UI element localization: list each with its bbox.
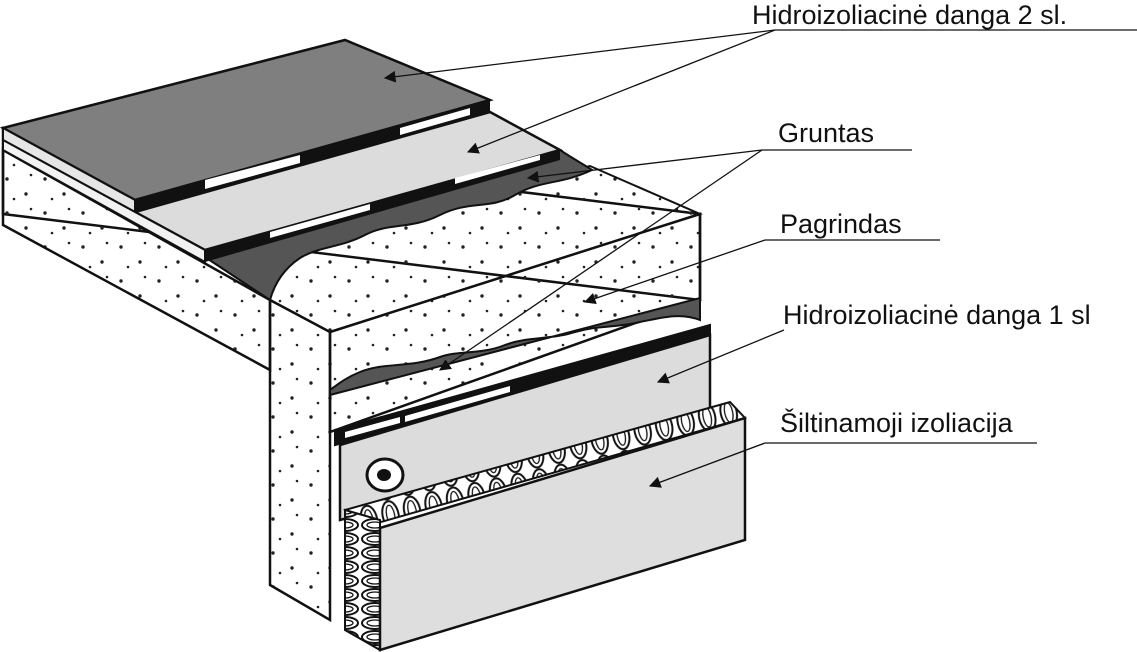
label-waterproofing-layer-2: Hidroizoliacinė danga 2 sl. [752, 0, 1067, 30]
label-thermal-insulation: Šiltinamoji izoliacija [780, 407, 1014, 438]
waterproofing-1-sheet [334, 323, 712, 522]
label-waterproofing-layer-1: Hidroizoliacinė danga 1 sl [783, 300, 1091, 330]
soil-layer [202, 148, 701, 397]
fastener-icon [365, 457, 405, 493]
label-base: Pagrindas [780, 209, 902, 239]
thermal-insulation-board [343, 400, 747, 652]
label-soil: Gruntas [778, 118, 874, 148]
waterproofing-2-dark-sheet [0, 38, 494, 264]
leader-lines [383, 29, 1137, 488]
